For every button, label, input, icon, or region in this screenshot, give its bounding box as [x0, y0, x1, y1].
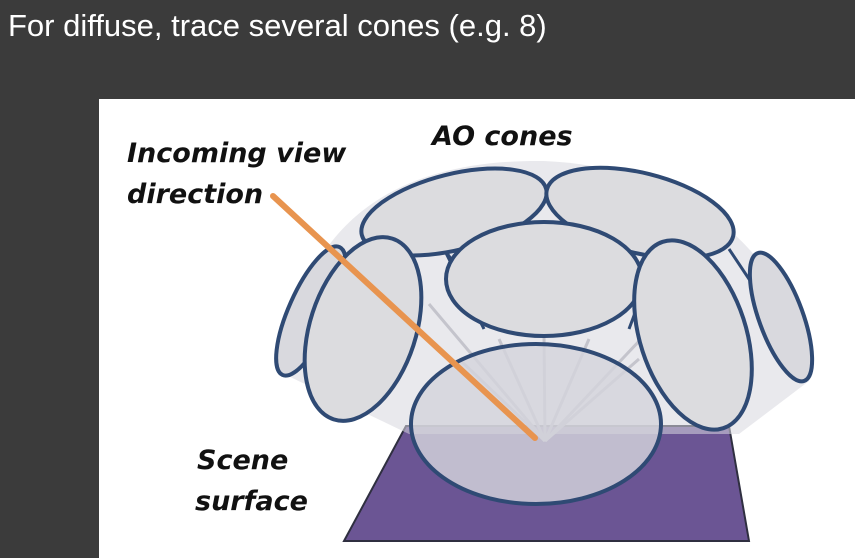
- view-direction-line: [270, 193, 538, 441]
- incoming-view-label-line1: Incoming view: [127, 138, 347, 169]
- ao-cone-front: [409, 342, 663, 506]
- scene-surface-label-line1: Scene: [197, 445, 288, 476]
- ao-cones-label: AO cones: [430, 121, 573, 152]
- scene-surface-label-line2: surface: [195, 486, 308, 517]
- ao-cones-diagram: Incoming view direction AO cones Scene s…: [127, 121, 815, 542]
- ao-cone-center: [444, 220, 644, 338]
- incoming-view-label-line2: direction: [127, 179, 263, 210]
- ao-cones-figure: Incoming view direction AO cones Scene s…: [99, 99, 855, 558]
- slide-title: For diffuse, trace several cones (e.g. 8…: [8, 8, 547, 43]
- ao-cone-left: [302, 235, 424, 423]
- ao-cone-right: [632, 238, 754, 432]
- ao-cone-far-right: [747, 250, 815, 384]
